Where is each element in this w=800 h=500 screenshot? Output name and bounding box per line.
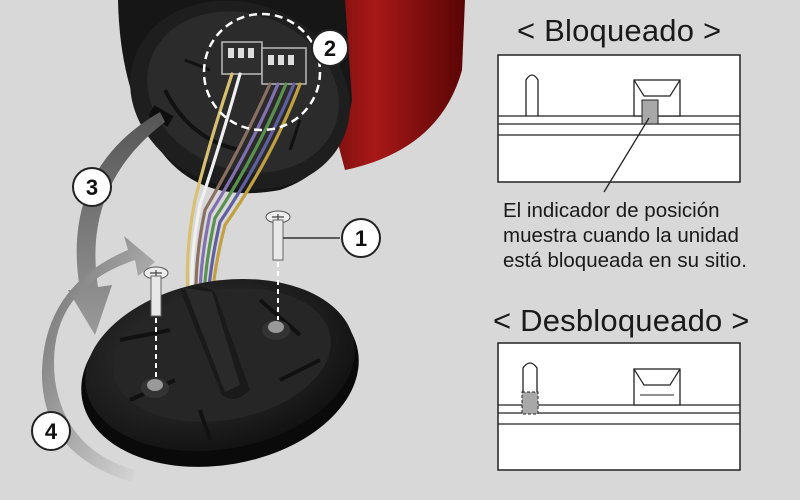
note-line: está bloqueada en su sitio. bbox=[503, 249, 747, 272]
screw-2 bbox=[143, 266, 169, 378]
position-indicator-locked bbox=[641, 99, 659, 125]
position-indicator-unlocked bbox=[521, 391, 539, 415]
step-3-callout: 3 bbox=[72, 167, 112, 207]
wire-bundle bbox=[185, 72, 302, 302]
locked-note: El indicador de posición muestra cuando … bbox=[503, 198, 747, 273]
terminal-highlight bbox=[202, 12, 322, 132]
step-4-number: 4 bbox=[45, 419, 58, 444]
mounting-base bbox=[81, 278, 359, 467]
note-line: El indicador de posición bbox=[503, 199, 720, 222]
unlocked-title: < Desbloqueado > bbox=[493, 303, 750, 338]
step-4-callout: 4 bbox=[31, 411, 71, 451]
step-2-callout: 2 bbox=[311, 29, 349, 67]
note-line: muestra cuando la unidad bbox=[503, 224, 739, 247]
step-3-number: 3 bbox=[86, 175, 98, 200]
step-1-number: 1 bbox=[355, 226, 367, 251]
step-2-number: 2 bbox=[324, 36, 336, 61]
locked-detail bbox=[497, 54, 741, 193]
locked-title: < Bloqueado > bbox=[517, 13, 722, 48]
arrow-4-icon bbox=[41, 236, 155, 482]
signal-tower-unit bbox=[118, 0, 465, 194]
screw-1 bbox=[265, 210, 291, 320]
unlocked-detail bbox=[497, 342, 741, 471]
step-1-callout: 1 bbox=[283, 218, 381, 258]
